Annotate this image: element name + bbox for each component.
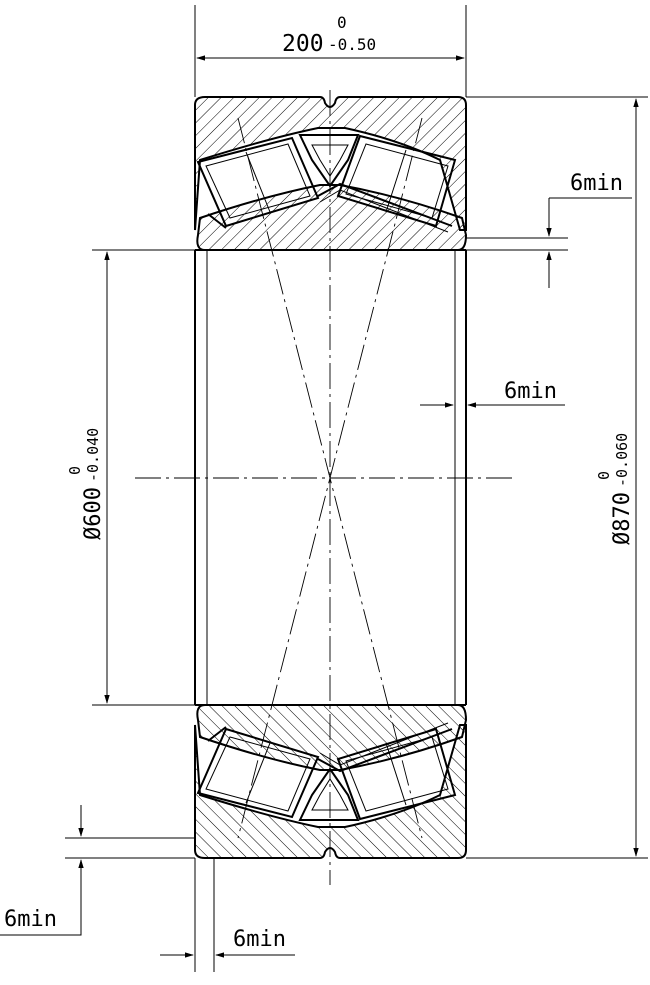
cage-top [298,134,360,188]
chamfer-outer-top: 6min [466,171,632,288]
chamfer-bottom-face: 6min [160,858,295,972]
chamfer-bottom-face-label: 6min [233,927,286,952]
width-value: 200 [282,31,324,57]
roller-bottom-left [196,727,320,819]
center-lines [135,90,515,885]
outer-value: Ø870 [610,492,635,545]
width-dimension: 200 0 -0.50 [194,5,467,97]
bore [194,249,467,706]
chamfer-bottom-left-label: 6min [4,907,57,932]
chamfer-bottom-left: 6min [0,805,195,936]
chamfer-outer-top-label: 6min [570,171,623,196]
chamfer-inner-right-label: 6min [504,379,557,404]
width-upper-tol: 0 [337,13,347,32]
outer-lower-tol: -0.060 [613,433,631,487]
roller-top-left [196,136,320,228]
top-section [194,96,468,251]
outer-dimension: Ø870 0 -0.060 [466,96,648,859]
bottom-section [194,704,468,859]
bore-value: Ø600 [81,487,106,540]
bore-dimension: Ø600 0 -0.040 [66,249,195,706]
width-lower-tol: -0.50 [328,35,376,54]
chamfer-inner-right: 6min [420,379,565,408]
bore-upper-tol: 0 [66,466,84,475]
cage-bottom [298,767,360,821]
outer-upper-tol: 0 [595,471,613,480]
bore-lower-tol: -0.040 [84,428,102,482]
